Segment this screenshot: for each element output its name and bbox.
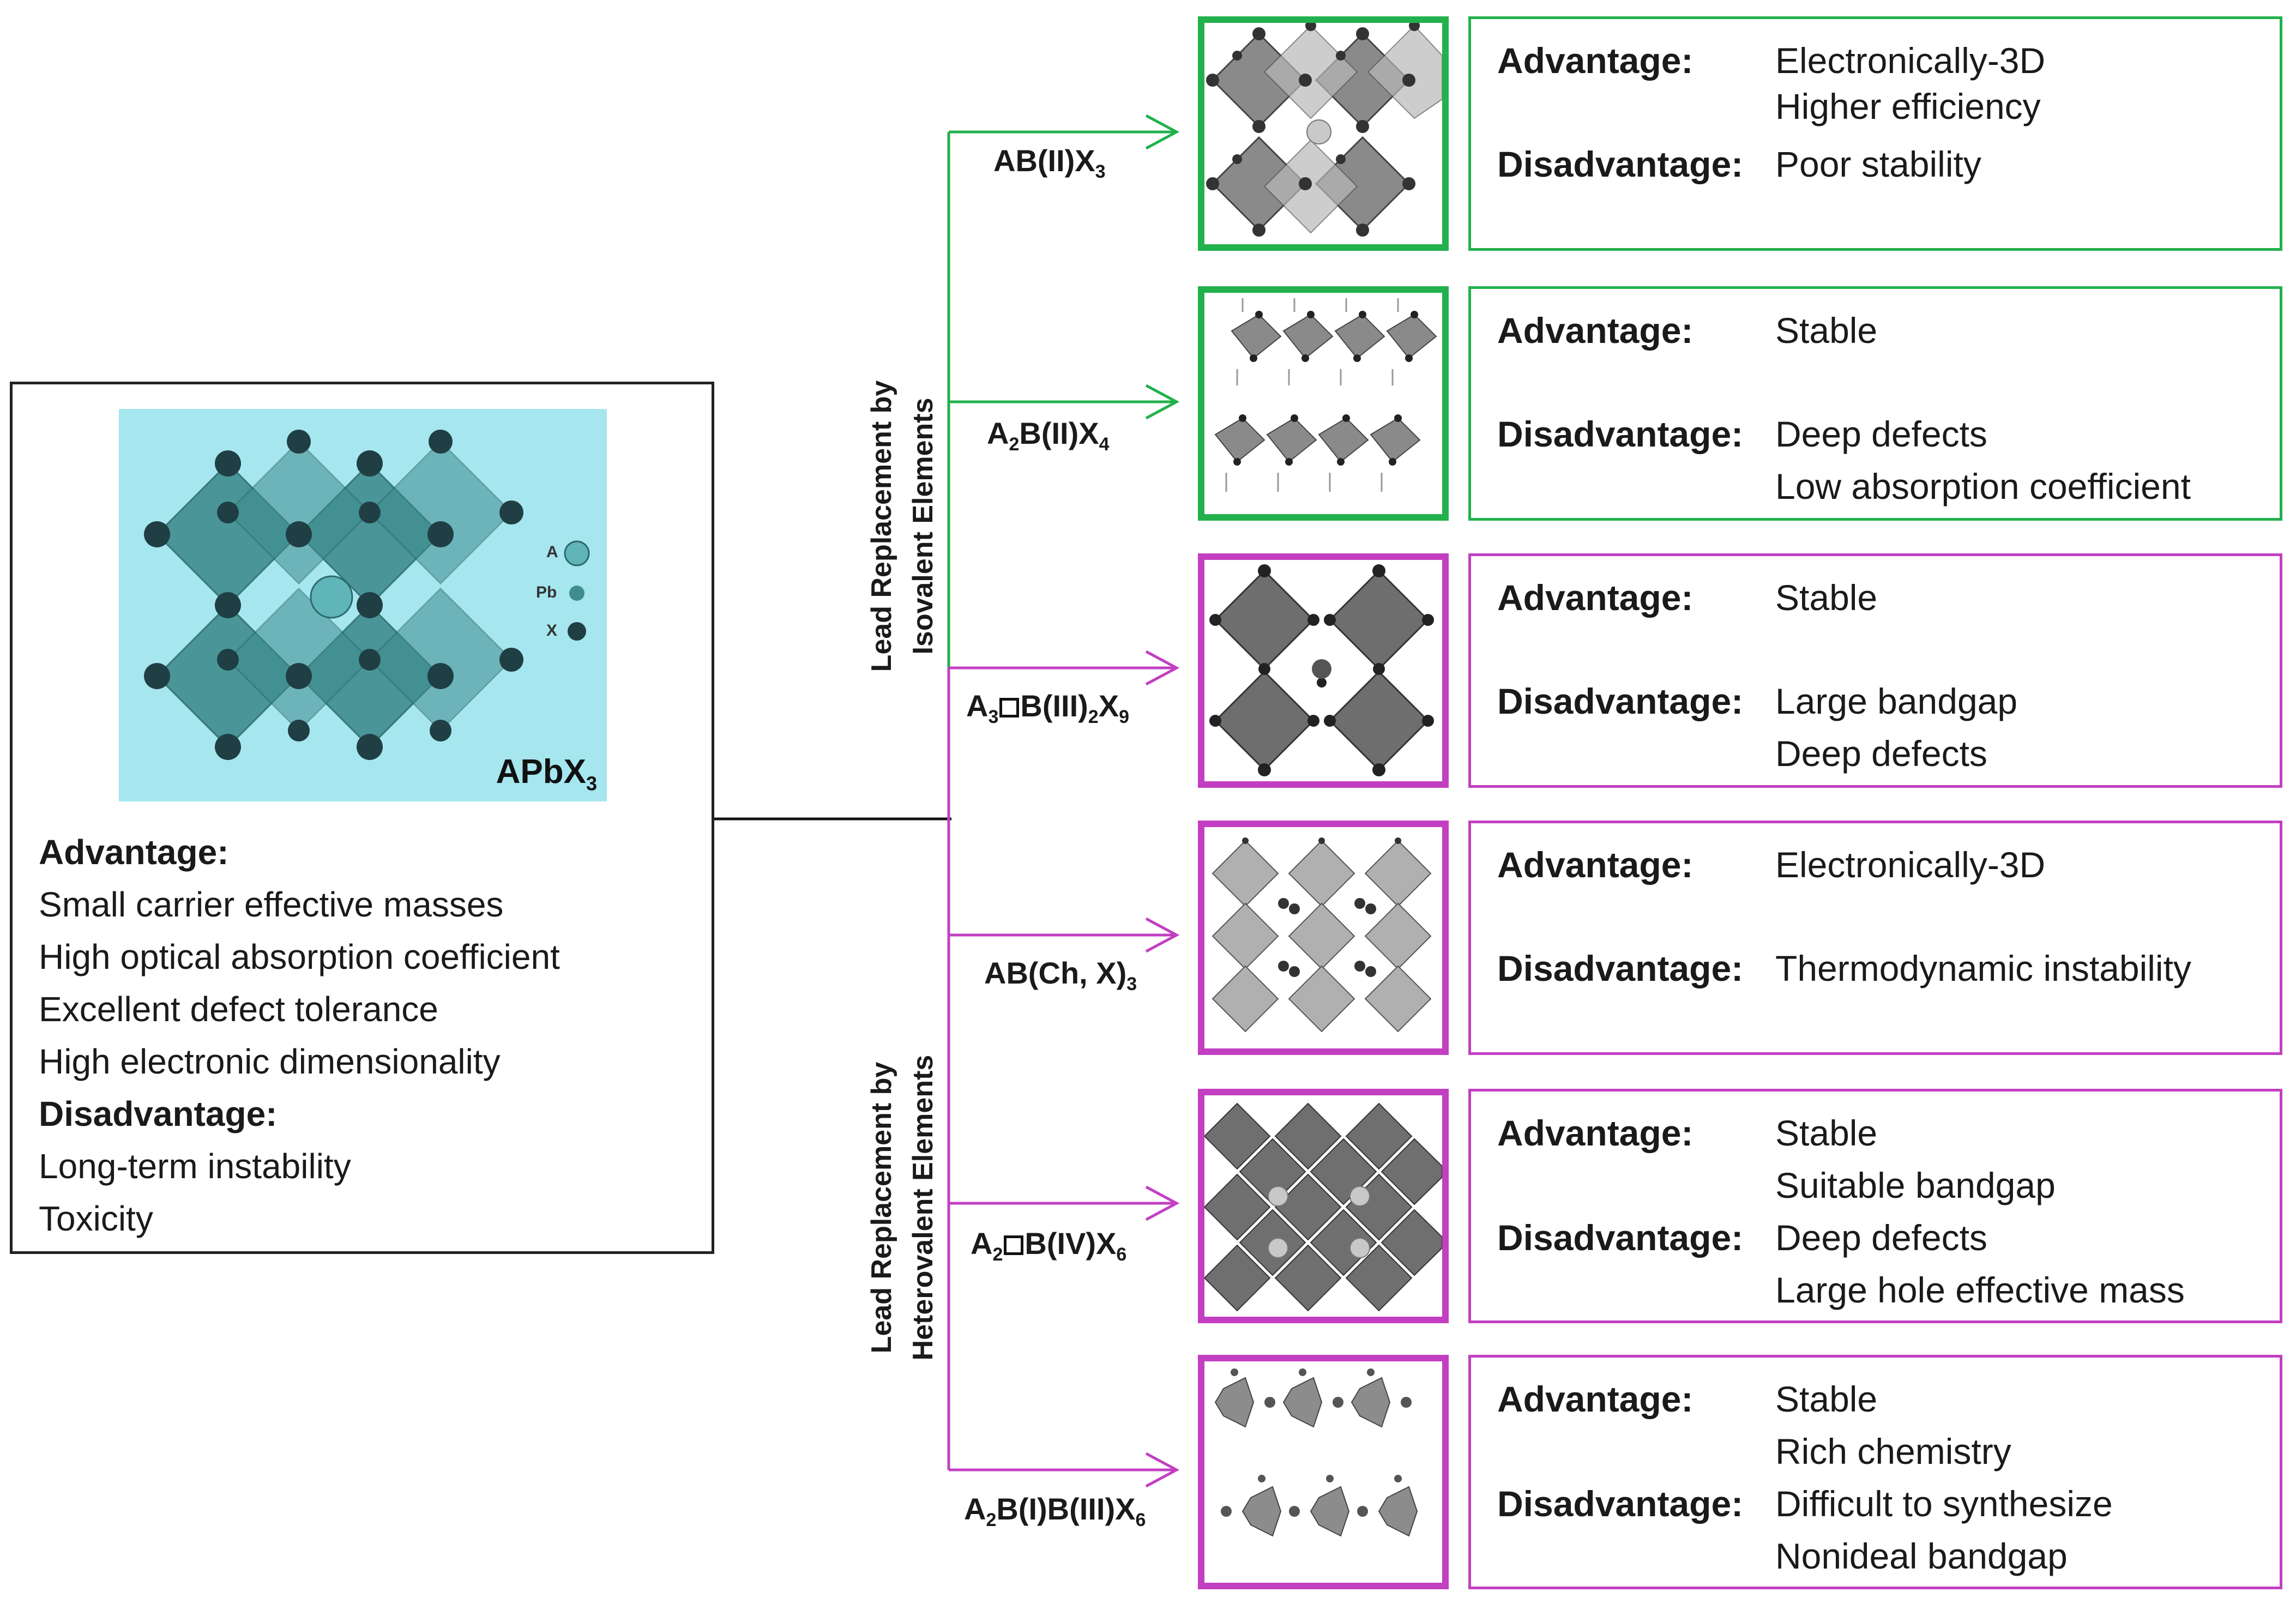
disadvantage-value: Nonideal bandgap	[1775, 1536, 2068, 1576]
disadvantage-heading: Disadvantage:	[39, 1094, 278, 1133]
disadvantage-value: Poor stability	[1775, 144, 1981, 184]
disadvantage-value: Low absorption coefficient	[1775, 466, 2191, 506]
branch-arrow-6	[949, 1452, 1180, 1488]
advantage-value: Higher efficiency	[1775, 86, 2041, 126]
advantage-value: Stable	[1775, 310, 1878, 351]
branch-formula-1: AB(II)X3	[993, 143, 1106, 183]
parent-perovskite-box: A Pb X APbX3 Advantage: Small carrier ef…	[10, 382, 714, 1254]
structure-image-4	[1198, 821, 1449, 1055]
property-box-3: Advantage: Stable Disadvantage: Large band…	[1468, 553, 2282, 788]
disadvantage-label: Disadvantage:	[1497, 1484, 1744, 1524]
disadvantage-value: Deep defects	[1775, 1217, 1987, 1258]
disadvantage-label: Disadvantage:	[1497, 948, 1744, 988]
advantage-value: Electronically-3D	[1775, 40, 2046, 81]
isovalent-group-label: Lead Replacement by Isovalent Elements	[866, 380, 939, 672]
vacancy-square-icon	[1004, 1235, 1024, 1255]
advantage-heading: Advantage:	[39, 833, 229, 872]
parent-properties: Advantage: Small carrier effective masse…	[39, 826, 560, 1245]
advantage-value: Electronically-3D	[1775, 845, 2046, 885]
advantage-item: Excellent defect tolerance	[39, 990, 438, 1029]
branch-arrow-2	[949, 384, 1180, 420]
disadvantage-label: Disadvantage:	[1497, 144, 1744, 184]
branch-formula-2: A2B(II)X4	[987, 416, 1110, 455]
branch-formula-4: AB(Ch, X)3	[984, 956, 1137, 995]
disadvantage-value: Large hole effective mass	[1775, 1270, 2185, 1310]
branch-arrow-3	[949, 650, 1180, 686]
advantage-label: Advantage:	[1497, 577, 1694, 618]
advantage-label: Advantage:	[1497, 310, 1694, 351]
branch-arrow-4	[949, 917, 1180, 953]
legend-a: A	[546, 543, 558, 561]
advantage-value: Suitable bandgap	[1775, 1165, 2056, 1205]
structure-image-5	[1198, 1089, 1449, 1323]
advantage-item: High electronic dimensionality	[39, 1042, 501, 1081]
disadvantage-value: Thermodynamic instability	[1775, 948, 2191, 988]
property-box-2: Advantage: Stable Disadvantage: Deep defec…	[1468, 286, 2282, 521]
advantage-value: Stable	[1775, 1379, 1878, 1419]
heterovalent-group-label: Lead Replacement by Heterovalent Element…	[866, 1054, 939, 1361]
disadvantage-value: Deep defects	[1775, 414, 1987, 454]
vacancy-square-icon	[999, 698, 1020, 717]
disadvantage-label: Disadvantage:	[1497, 414, 1744, 454]
property-box-6: Advantage: Stable Rich chemistry Disadvan…	[1468, 1355, 2282, 1589]
disadvantage-item: Toxicity	[39, 1199, 153, 1238]
property-box-5: Advantage: Stable Suitable bandgap Disadv…	[1468, 1089, 2282, 1323]
property-box-1: Advantage: Electronically-3D Higher effic…	[1468, 16, 2282, 251]
branch-arrow-1	[949, 114, 1180, 150]
structure-image-6	[1198, 1355, 1449, 1589]
advantage-value: Stable	[1775, 577, 1878, 618]
advantage-label: Advantage:	[1497, 1113, 1694, 1153]
apbx3-crystal-image: A Pb X APbX3	[119, 409, 607, 801]
branch-formula-6: A2B(I)B(III)X6	[964, 1492, 1146, 1531]
structure-image-2	[1198, 286, 1449, 521]
advantage-value: Rich chemistry	[1775, 1431, 2011, 1472]
disadvantage-item: Long-term instability	[39, 1147, 351, 1186]
branch-arrow-5	[949, 1185, 1180, 1221]
legend-x: X	[546, 622, 558, 640]
legend-pb: Pb	[536, 583, 557, 601]
disadvantage-value: Difficult to synthesize	[1775, 1484, 2113, 1524]
advantage-item: Small carrier effective masses	[39, 885, 504, 924]
advantage-label: Advantage:	[1497, 1379, 1694, 1419]
disadvantage-label: Disadvantage:	[1497, 1217, 1744, 1258]
property-box-4: Advantage: Electronically-3D Disadvantage…	[1468, 821, 2282, 1055]
structure-image-1	[1198, 16, 1449, 251]
disadvantage-value: Large bandgap	[1775, 681, 2018, 721]
disadvantage-label: Disadvantage:	[1497, 681, 1744, 721]
apbx3-formula: APbX3	[496, 752, 597, 794]
structure-image-3	[1198, 553, 1449, 788]
disadvantage-value: Deep defects	[1775, 733, 1987, 774]
advantage-label: Advantage:	[1497, 40, 1694, 81]
advantage-label: Advantage:	[1497, 845, 1694, 885]
advantage-item: High optical absorption coefficient	[39, 937, 560, 976]
advantage-value: Stable	[1775, 1113, 1878, 1153]
